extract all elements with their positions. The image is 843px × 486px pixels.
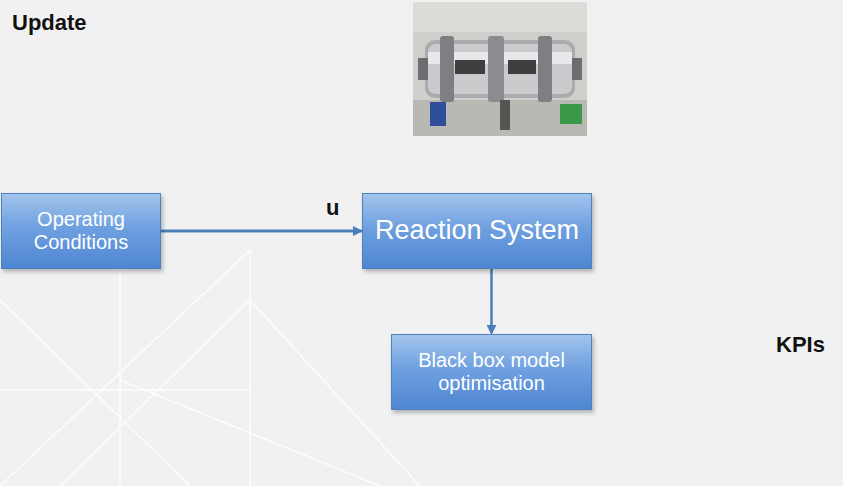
process-box: Operating Conditions: [1, 193, 161, 269]
process-box: Reaction System: [362, 193, 592, 269]
box-label: Reaction System: [375, 215, 579, 246]
box-label: Black box model optimisation: [402, 349, 581, 395]
flow-arrow: [490, 269, 493, 333]
edge-label: Update: [10, 10, 89, 36]
process-box: Black box model optimisation: [391, 334, 592, 410]
box-label: Operating Conditions: [12, 208, 150, 254]
signal-label: KPIs: [774, 332, 827, 358]
edge-label: u: [324, 195, 341, 221]
flow-arrow: [161, 230, 390, 233]
